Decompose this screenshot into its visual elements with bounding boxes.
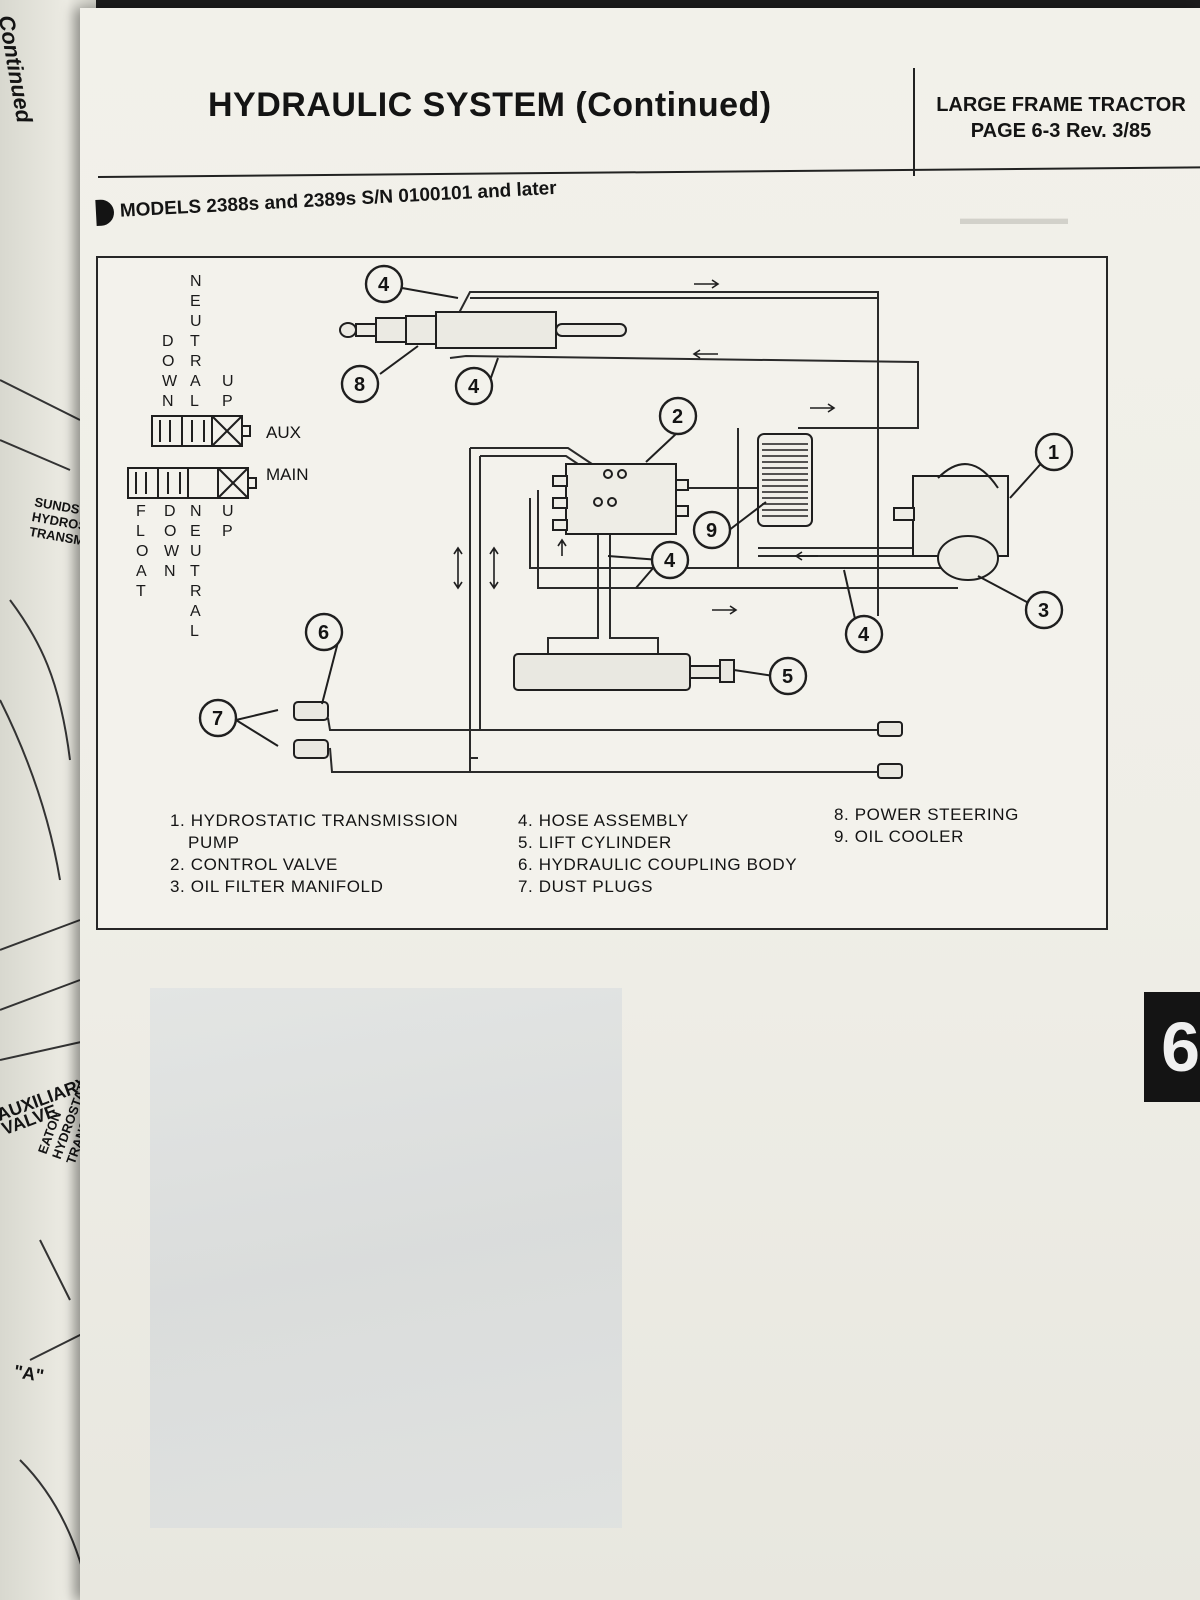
legend-item: PUMP [188,833,240,852]
manual-info: LARGE FRAME TRACTOR PAGE 6-3 Rev. 3/85 [926,92,1196,144]
models-heading: MODELS 2388s and 2389s S/N 0100101 and l… [95,176,557,226]
position-letter: N [190,273,202,290]
legend-column-1: 1. HYDROSTATIC TRANSMISSION PUMP 2. CONT… [170,810,458,898]
position-letter: T [136,583,146,600]
position-letter: L [136,523,145,540]
legend-item: 3. OIL FILTER MANIFOLD [170,877,384,896]
position-letter: U [222,503,234,520]
position-letter: F [136,503,146,520]
main-label: MAIN [266,465,309,484]
legend-item: 2. CONTROL VALVE [170,855,338,874]
legend-item: 8. POWER STEERING [834,805,1019,824]
position-letter: A [190,373,201,390]
position-letter: R [190,583,202,600]
callout-4-lower: 4 [858,624,870,646]
oil-cooler [757,433,813,527]
hydraulic-couplings [293,701,903,779]
callout-numbers: 4 8 4 2 1 3 4 4 5 6 7 9 [212,274,1059,730]
position-letter: W [162,373,178,390]
header-divider [913,68,915,176]
callout-circles [198,264,1074,738]
legend-item: 4. HOSE ASSEMBLY [518,811,689,830]
position-letter: D [162,333,174,350]
position-letter: A [136,563,147,580]
callout-2: 2 [672,406,683,428]
page-title: HYDRAULIC SYSTEM (Continued) [208,86,772,124]
position-letter: R [190,353,202,370]
legend-item: 9. OIL COOLER [834,827,964,846]
callout-4-top: 4 [378,274,390,296]
position-letter: L [190,623,199,640]
position-letter: E [190,523,201,540]
position-letter: T [190,563,200,580]
callout-9: 9 [706,520,717,542]
callout-7: 7 [212,708,223,730]
callout-6: 6 [318,622,329,644]
power-steering-cylinder [339,311,627,349]
position-letter: L [190,393,199,410]
position-letter: U [222,373,234,390]
hose-lines [327,291,958,773]
position-letter: D [164,503,176,520]
hydrostatic-pump [893,463,1009,581]
position-letter: O [136,543,148,560]
legend-item: 5. LIFT CYLINDER [518,833,672,852]
bullet-icon [95,199,115,226]
header-rule [97,166,1200,178]
position-letter: N [162,393,174,410]
position-letter: N [164,563,176,580]
position-letter: T [190,333,200,350]
lift-cylinder [513,653,735,691]
aux-label: AUX [266,423,301,442]
faded-photo [150,988,622,1528]
position-letter: A [190,603,201,620]
position-letter: O [164,523,176,540]
control-valve [552,463,689,535]
position-letter: O [162,353,174,370]
callout-1: 1 [1048,442,1059,464]
section-tab: 6 [1144,992,1200,1102]
legend-item: 6. HYDRAULIC COUPLING BODY [518,855,798,874]
legend-item: 7. DUST PLUGS [518,877,654,896]
right-page: ▬▬▬▬▬▬ HYDRAULIC SYSTEM (Continued) LARG… [80,8,1200,1600]
flow-arrows [453,279,836,615]
legend-item: 1. HYDROSTATIC TRANSMISSION [170,811,459,830]
position-letter: U [190,543,202,560]
manual-line-1: LARGE FRAME TRACTOR [936,94,1186,116]
position-letter: W [164,543,180,560]
callout-8: 8 [354,374,365,396]
valve-symbols [127,415,257,499]
callout-3: 3 [1038,600,1049,622]
position-letter: P [222,523,233,540]
callout-4-steering: 4 [468,376,480,398]
models-heading-text: MODELS 2388s and 2389s S/N 0100101 and l… [119,177,558,222]
position-letter: E [190,293,201,310]
legend-column-2: 4. HOSE ASSEMBLY 5. LIFT CYLINDER 6. HYD… [518,810,797,898]
legend-column-3: 8. POWER STEERING 9. OIL COOLER [834,804,1019,848]
position-letter: P [222,393,233,410]
position-letter: N [190,503,202,520]
callout-4-valve: 4 [664,550,676,572]
left-page-drawing [0,379,91,1600]
position-letter: U [190,313,202,330]
callout-5: 5 [782,666,793,688]
manual-line-2: PAGE 6-3 Rev. 3/85 [970,120,1152,142]
